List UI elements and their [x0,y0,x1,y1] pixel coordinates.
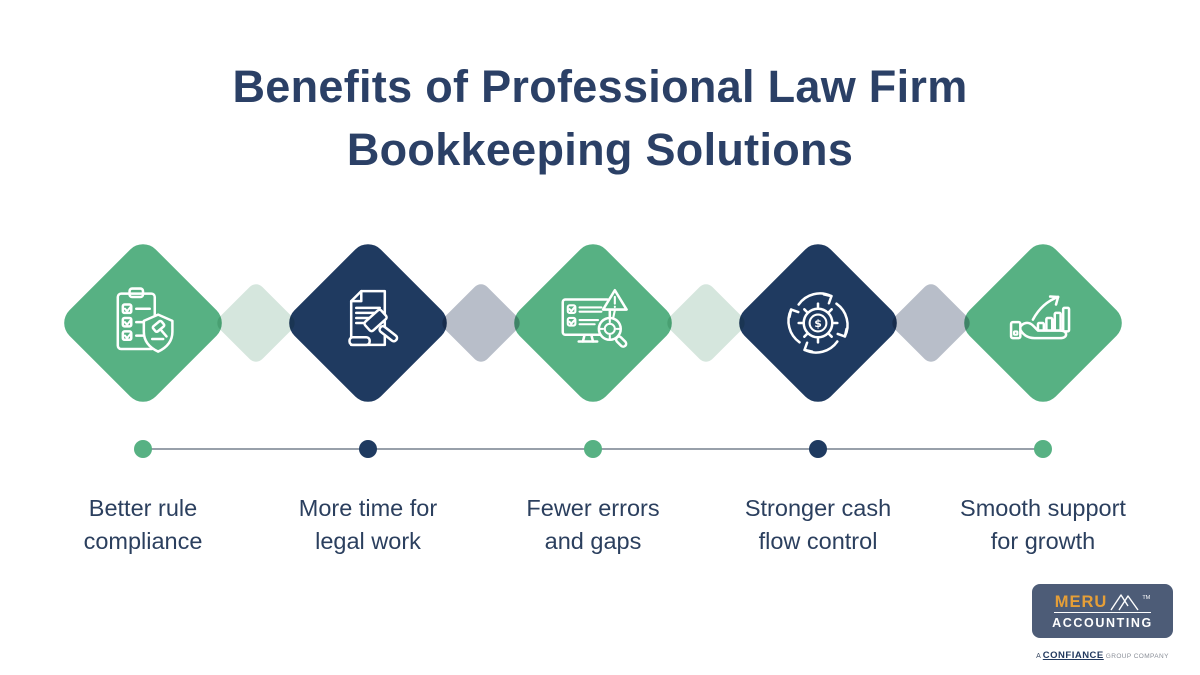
timeline-dot [1034,440,1052,458]
step-label-cash-flow: Stronger cash flow control [703,492,933,558]
label-line: Stronger cash [744,495,892,521]
step-label-fewer-errors: Fewer errors and gaps [478,492,708,558]
monitor-checklist-alert-magnifier-icon [551,281,635,365]
title-line-2: Bookkeeping Solutions [346,124,854,175]
mountains-icon [1110,594,1139,611]
title-line-1: Benefits of Professional Law Firm [232,61,968,112]
label-line: compliance [83,528,203,554]
label-line: flow control [758,528,878,554]
tagline-brand: CONFIANCE [1042,650,1104,661]
logo-brand-text: MERU [1054,593,1108,611]
timeline-dot [134,440,152,458]
tagline-suffix: GROUP COMPANY [1105,653,1169,660]
label-line: More time for [298,495,438,521]
step-label-legal-work: More time for legal work [253,492,483,558]
label-line: and gaps [544,528,642,554]
trademark-symbol: TM [1142,595,1151,601]
clipboard-shield-gavel-icon [101,281,185,365]
label-line: Better rule [88,495,198,521]
connector-diamond [888,280,974,366]
label-line: Fewer errors [526,495,660,521]
label-line: legal work [315,528,421,554]
logo-subtext: ACCOUNTING [1052,616,1153,630]
hand-growth-chart-icon [1001,281,1085,365]
connector-diamond [438,280,524,366]
timeline-dot [359,440,377,458]
connector-diamond [213,280,299,366]
meru-accounting-logo: MERU TM ACCOUNTING [1032,584,1173,638]
connector-diamond [663,280,749,366]
step-label-growth: Smooth support for growth [928,492,1158,558]
timeline-dot [584,440,602,458]
tagline-prefix: A [1036,653,1041,660]
legal-document-gavel-icon [326,281,410,365]
step-label-compliance: Better rule compliance [28,492,258,558]
timeline-dot [809,440,827,458]
label-line: for growth [990,528,1096,554]
svg-text:$: $ [814,317,822,330]
gear-dollar-cycle-icon: $ [776,281,860,365]
page-title: Benefits of Professional Law Firm Bookke… [0,55,1200,181]
label-line: Smooth support [960,495,1126,521]
logo-top-row: MERU TM [1053,592,1152,613]
